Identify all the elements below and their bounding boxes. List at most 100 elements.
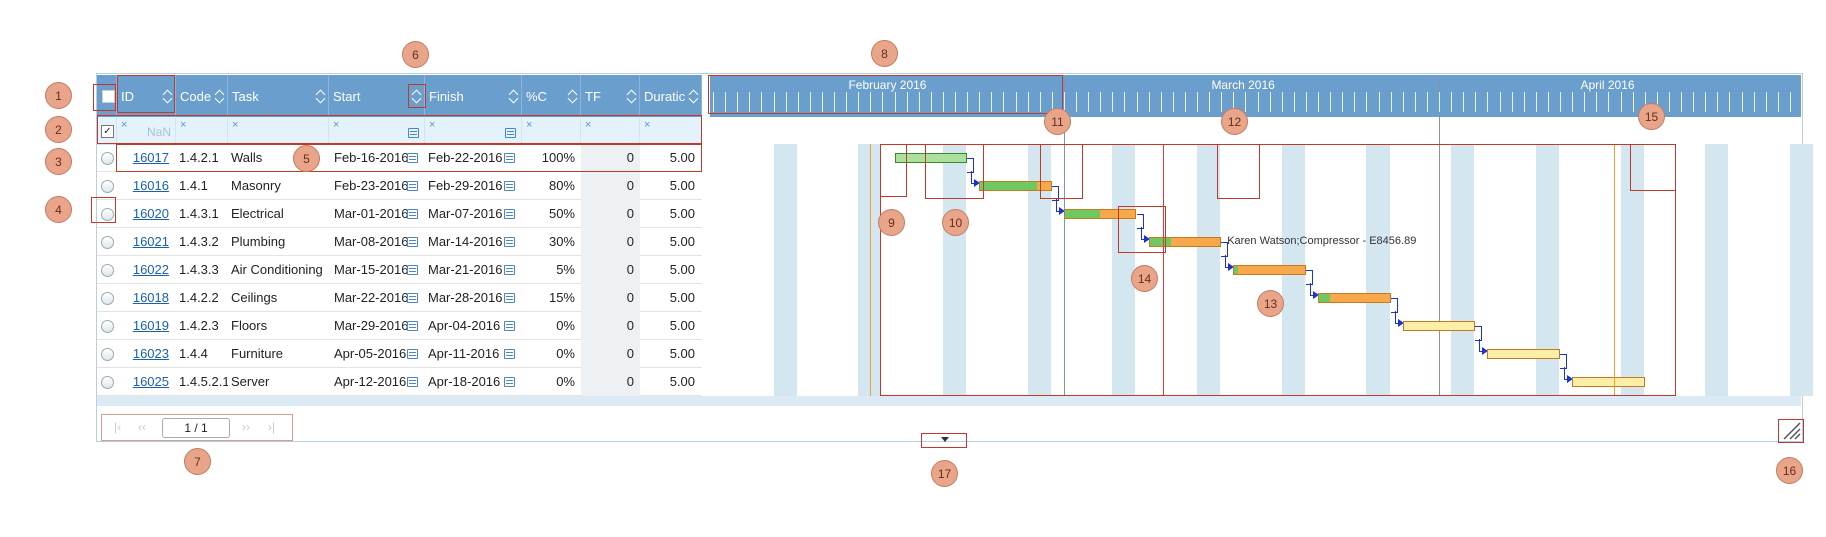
dependency-link[interactable] bbox=[967, 158, 975, 173]
row-selector-cell[interactable] bbox=[97, 312, 117, 340]
row-selector-cell[interactable] bbox=[97, 200, 117, 228]
calendar-icon[interactable] bbox=[504, 181, 515, 191]
row-select-radio[interactable] bbox=[101, 320, 114, 333]
calendar-icon[interactable] bbox=[504, 153, 515, 163]
row-selector-cell[interactable] bbox=[97, 340, 117, 368]
calendar-icon[interactable] bbox=[407, 293, 418, 303]
task-bar[interactable] bbox=[1402, 321, 1476, 331]
filter-id[interactable]: × NaN bbox=[117, 117, 176, 144]
sort-icon[interactable] bbox=[567, 88, 577, 104]
column-header-total-float[interactable]: TF bbox=[581, 75, 640, 117]
filter-total-float[interactable]: × bbox=[581, 117, 640, 144]
resize-handle[interactable] bbox=[1778, 419, 1804, 443]
task-bar[interactable] bbox=[1148, 237, 1222, 247]
clear-filter-icon[interactable]: × bbox=[333, 119, 340, 131]
clear-filter-icon[interactable]: × bbox=[180, 119, 187, 131]
filter-id-input[interactable]: NaN bbox=[146, 125, 171, 139]
row-selector-cell[interactable] bbox=[97, 256, 117, 284]
row-selector-cell[interactable] bbox=[97, 172, 117, 200]
sort-icon[interactable] bbox=[508, 88, 518, 104]
sort-icon[interactable] bbox=[315, 88, 325, 104]
cell-id[interactable]: 16019 bbox=[117, 312, 176, 340]
column-header-duration[interactable]: Duratic bbox=[640, 75, 702, 117]
task-id-link[interactable]: 16022 bbox=[132, 262, 169, 277]
expand-panel-toggle[interactable] bbox=[921, 433, 967, 448]
cell-id[interactable]: 16017 bbox=[117, 144, 176, 172]
calendar-icon[interactable] bbox=[504, 265, 515, 275]
column-header-id[interactable]: ID bbox=[117, 75, 176, 117]
dependency-link[interactable] bbox=[1051, 186, 1059, 201]
dependency-link[interactable] bbox=[1560, 354, 1567, 369]
clear-filter-icon[interactable]: × bbox=[585, 119, 592, 131]
calendar-icon[interactable] bbox=[504, 209, 515, 219]
checkbox-checked-icon[interactable]: ✓ bbox=[101, 125, 114, 138]
task-id-link[interactable]: 16016 bbox=[132, 178, 169, 193]
sort-icon[interactable] bbox=[214, 88, 224, 104]
task-bar[interactable] bbox=[979, 181, 1052, 191]
next-page-button[interactable]: ›› bbox=[242, 420, 250, 434]
chevron-down-icon[interactable] bbox=[941, 437, 949, 442]
row-select-radio[interactable] bbox=[101, 208, 114, 221]
filter-percent-complete[interactable]: × bbox=[522, 117, 581, 144]
task-bar[interactable] bbox=[1487, 349, 1560, 359]
dependency-link[interactable] bbox=[1305, 270, 1313, 285]
row-select-radio[interactable] bbox=[101, 348, 114, 361]
clear-filter-icon[interactable]: × bbox=[121, 119, 128, 131]
task-id-link[interactable]: 16020 bbox=[132, 206, 169, 221]
task-id-link[interactable]: 16023 bbox=[132, 346, 169, 361]
task-bar[interactable] bbox=[1318, 293, 1391, 303]
select-all-cell[interactable] bbox=[97, 75, 117, 117]
calendar-icon[interactable] bbox=[504, 377, 515, 387]
sort-icon[interactable] bbox=[626, 88, 636, 104]
task-bar[interactable] bbox=[1233, 265, 1306, 275]
filter-code[interactable]: × bbox=[176, 117, 228, 144]
clear-filter-icon[interactable]: × bbox=[526, 119, 533, 131]
row-selector-cell[interactable] bbox=[97, 284, 117, 312]
column-header-code[interactable]: Code bbox=[176, 75, 228, 117]
task-id-link[interactable]: 16017 bbox=[132, 150, 169, 165]
resize-grip-icon[interactable] bbox=[1779, 420, 1803, 442]
filter-start[interactable]: × bbox=[329, 117, 425, 144]
calendar-icon[interactable] bbox=[504, 321, 515, 331]
cell-id[interactable]: 16021 bbox=[117, 228, 176, 256]
filter-select-cell[interactable]: ✓ bbox=[97, 117, 117, 144]
calendar-icon[interactable] bbox=[407, 377, 418, 387]
clear-filter-icon[interactable]: × bbox=[429, 119, 436, 131]
row-select-radio[interactable] bbox=[101, 376, 114, 389]
clear-filter-icon[interactable]: × bbox=[232, 119, 239, 131]
page-number-input[interactable]: 1 / 1 bbox=[162, 418, 230, 438]
task-bar[interactable] bbox=[1063, 209, 1137, 219]
row-selector-cell[interactable] bbox=[97, 228, 117, 256]
calendar-icon[interactable] bbox=[407, 349, 418, 359]
calendar-icon[interactable] bbox=[505, 128, 516, 138]
calendar-icon[interactable] bbox=[407, 265, 418, 275]
row-selector-cell[interactable] bbox=[97, 144, 117, 172]
cell-id[interactable]: 16016 bbox=[117, 172, 176, 200]
calendar-icon[interactable] bbox=[407, 209, 418, 219]
calendar-icon[interactable] bbox=[504, 293, 515, 303]
task-bar[interactable] bbox=[894, 153, 968, 163]
calendar-icon[interactable] bbox=[407, 153, 418, 163]
row-select-radio[interactable] bbox=[101, 292, 114, 305]
first-page-button[interactable]: |‹ bbox=[114, 420, 122, 434]
select-all-checkbox[interactable] bbox=[102, 89, 115, 103]
row-select-radio[interactable] bbox=[101, 236, 114, 249]
row-select-radio[interactable] bbox=[101, 152, 114, 165]
task-id-link[interactable]: 16021 bbox=[132, 234, 169, 249]
cell-id[interactable]: 16022 bbox=[117, 256, 176, 284]
dependency-link[interactable] bbox=[1136, 214, 1144, 229]
calendar-icon[interactable] bbox=[407, 237, 418, 247]
column-header-start[interactable]: Start bbox=[329, 75, 425, 117]
calendar-icon[interactable] bbox=[504, 349, 515, 359]
cell-id[interactable]: 16018 bbox=[117, 284, 176, 312]
cell-id[interactable]: 16023 bbox=[117, 340, 176, 368]
calendar-icon[interactable] bbox=[407, 321, 418, 331]
column-header-task[interactable]: Task bbox=[228, 75, 329, 117]
